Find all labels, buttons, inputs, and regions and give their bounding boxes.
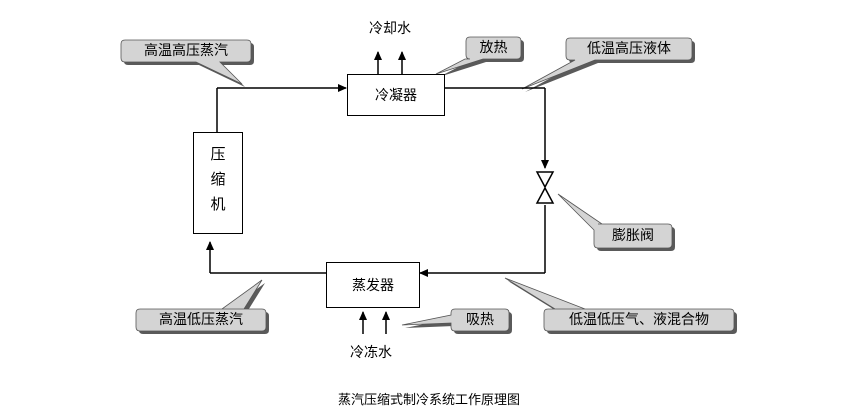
evaporator-label: 蒸发器 [352,278,394,294]
refrigerant-loop [206,84,549,277]
cooling-water-label: 冷却水 [369,21,411,37]
callout-htlp-vapor: 高温低压蒸汽 [159,312,243,328]
diagram-caption: 蒸汽压缩式制冷系统工作原理图 [337,393,520,408]
expansion-valve-symbol [535,171,555,204]
condenser-label: 冷凝器 [375,88,417,104]
callout-hthp-vapor: 高温高压蒸汽 [144,43,228,59]
callout-heat-release: 放热 [479,40,508,56]
callout-expansion-valve: 膨胀阀 [612,228,654,244]
callout-shapes [120,36,737,334]
callout-lthp-liquid: 低温高压液体 [587,41,671,57]
chilled-water-arrows [359,311,390,334]
condenser-box: 冷凝器 [347,74,445,116]
compressor-box: 压缩机 [193,132,243,234]
compressor-label: 压缩机 [208,145,227,221]
evaporator-box: 蒸发器 [326,262,420,308]
callout-heat-absorb: 吸热 [466,312,494,328]
callout-ltlp-mixture: 低温低压气、液混合物 [569,312,709,328]
chilled-water-label: 冷冻水 [350,345,392,361]
cooling-water-arrows [374,51,406,74]
